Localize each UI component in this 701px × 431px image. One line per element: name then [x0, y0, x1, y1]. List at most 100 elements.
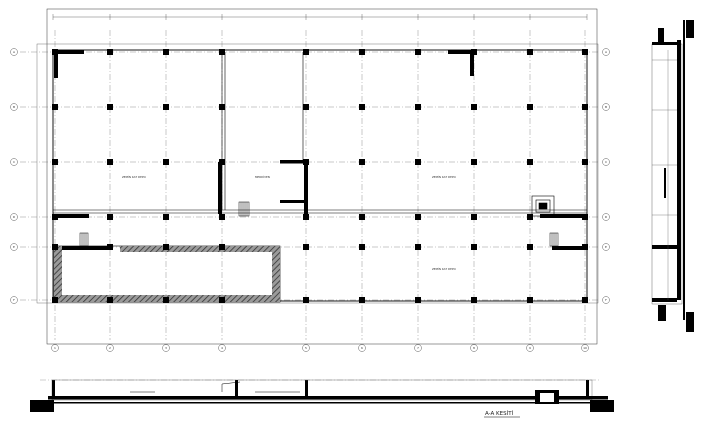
- column: [107, 159, 113, 165]
- building-outline: [52, 49, 588, 302]
- grid-bubble-label: C: [605, 160, 607, 164]
- elevator-shaft: [531, 195, 555, 217]
- grid-bubble: [602, 296, 610, 304]
- grid-bubble: [602, 213, 610, 221]
- column: [359, 104, 365, 110]
- column: [107, 49, 113, 55]
- grid-bubble: [470, 344, 478, 352]
- column: [303, 214, 309, 220]
- column: [582, 104, 588, 110]
- grid-bubble: [10, 48, 18, 56]
- grid-bubble-label: F: [13, 298, 15, 302]
- stair-left: [238, 201, 250, 217]
- grid-bubble: [414, 344, 422, 352]
- grid-bubble: [581, 344, 589, 352]
- column: [359, 49, 365, 55]
- column: [527, 297, 533, 303]
- structural-grid: [20, 30, 600, 340]
- columns: [52, 49, 588, 303]
- stair-lower-left: [79, 232, 89, 247]
- grid-bubble: [10, 243, 18, 251]
- column: [415, 104, 421, 110]
- column: [303, 244, 309, 250]
- column: [415, 244, 421, 250]
- column: [471, 214, 477, 220]
- column: [52, 159, 58, 165]
- grid-bubble-label: F: [605, 298, 607, 302]
- column: [303, 104, 309, 110]
- column: [219, 104, 225, 110]
- grid-bubble-label: 6: [361, 346, 363, 350]
- column: [582, 159, 588, 165]
- grid-bubble-label: 8: [473, 346, 475, 350]
- column: [582, 214, 588, 220]
- column: [52, 297, 58, 303]
- column: [471, 159, 477, 165]
- column: [471, 297, 477, 303]
- thick-walls: [53, 50, 586, 250]
- grid-bubble-label: 5: [305, 346, 307, 350]
- grid-bubble: [51, 344, 59, 352]
- room-notes: ZEMİN KAT DEPO MERDİVEN ZEMİN KAT DEPO Z…: [122, 174, 457, 271]
- floor-plan: ZEMİN KAT DEPO MERDİVEN ZEMİN KAT DEPO Z…: [10, 8, 610, 352]
- column: [582, 244, 588, 250]
- stair-lower-right: [549, 232, 559, 247]
- grid-bubble: [10, 103, 18, 111]
- grid-bubble-label: A: [13, 50, 16, 54]
- grid-bubble: [526, 344, 534, 352]
- column: [219, 49, 225, 55]
- column: [52, 104, 58, 110]
- grid-bubble-label: C: [13, 160, 15, 164]
- grid-bubble: [602, 48, 610, 56]
- grid-bubble: [10, 213, 18, 221]
- room-note: MERDİVEN: [255, 174, 270, 179]
- column: [163, 214, 169, 220]
- grid-bubble-label: 9: [529, 346, 531, 350]
- column: [582, 49, 588, 55]
- column: [471, 49, 477, 55]
- room-note: ZEMİN KAT DEPO: [432, 174, 457, 179]
- grid-bubble: [358, 344, 366, 352]
- column: [107, 104, 113, 110]
- column: [415, 49, 421, 55]
- grid-bubble-label: 3: [165, 346, 167, 350]
- column: [359, 214, 365, 220]
- column: [163, 104, 169, 110]
- hatched-wall-block: [53, 245, 281, 303]
- column: [107, 244, 113, 250]
- column: [219, 297, 225, 303]
- grid-bubble: [218, 344, 226, 352]
- grid-bubble: [10, 296, 18, 304]
- room-note: ZEMİN KAT DEPO: [432, 266, 457, 271]
- interior-partitions: [53, 52, 587, 214]
- bottom-section: A-A KESİTİ: [30, 379, 614, 418]
- column: [471, 244, 477, 250]
- grid-bubble-label: A: [605, 50, 608, 54]
- grid-bubble: [106, 344, 114, 352]
- column: [303, 49, 309, 55]
- column: [359, 297, 365, 303]
- grid-bubble-label: E: [605, 245, 607, 249]
- grid-bubble-label: 10: [583, 346, 587, 350]
- grid-bubble-label: 4: [221, 346, 223, 350]
- column: [471, 104, 477, 110]
- column: [163, 244, 169, 250]
- column: [163, 49, 169, 55]
- column: [527, 244, 533, 250]
- column: [219, 214, 225, 220]
- column: [52, 214, 58, 220]
- side-section: [651, 20, 694, 332]
- column: [163, 159, 169, 165]
- column: [219, 244, 225, 250]
- outer-wall-line: [36, 43, 599, 304]
- column: [303, 297, 309, 303]
- column: [303, 159, 309, 165]
- grid-bubble-label: B: [13, 105, 15, 109]
- column: [52, 244, 58, 250]
- column: [415, 214, 421, 220]
- column: [527, 214, 533, 220]
- column: [219, 159, 225, 165]
- column: [527, 159, 533, 165]
- grid-bubble: [10, 158, 18, 166]
- grid-bubble: [602, 158, 610, 166]
